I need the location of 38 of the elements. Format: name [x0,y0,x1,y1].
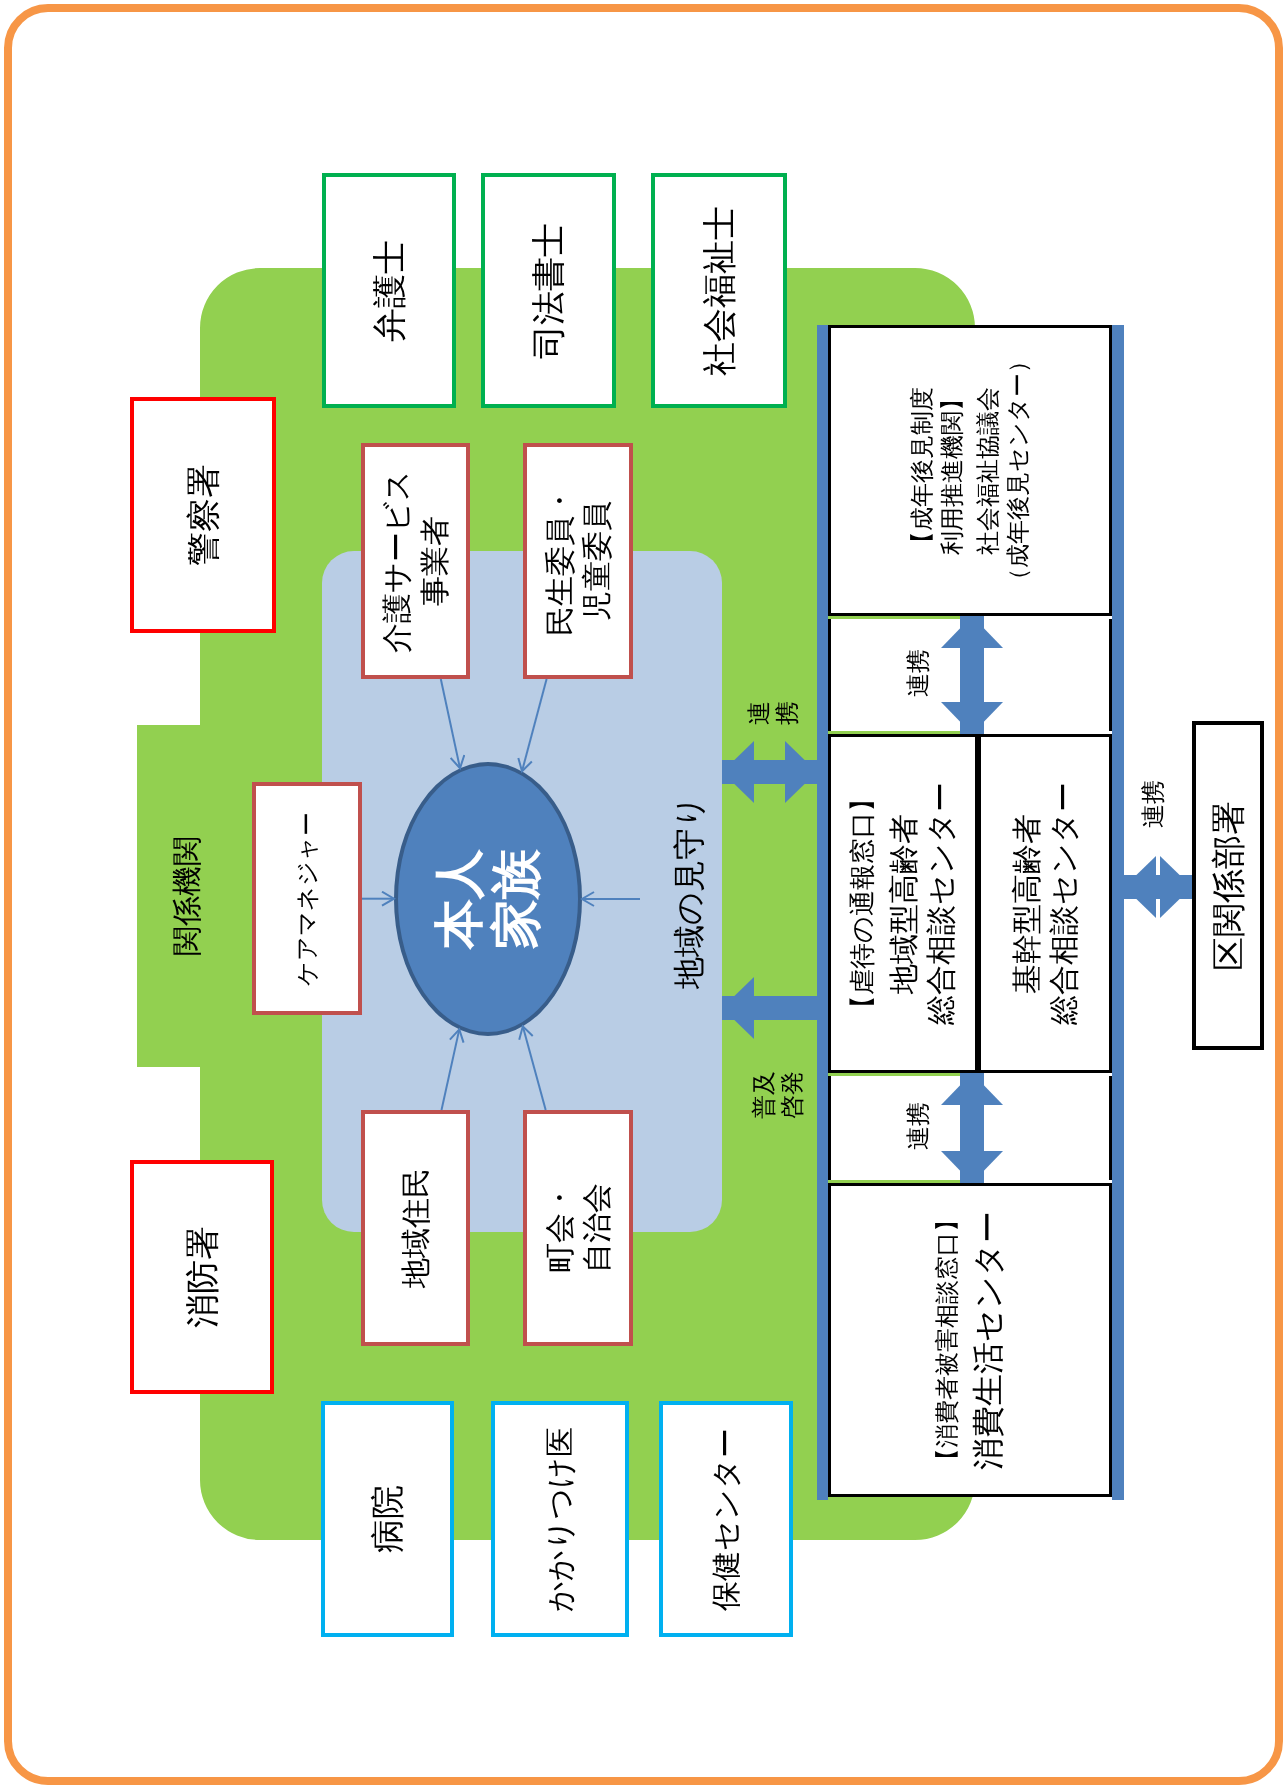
region-title: 関係機関 [168,835,205,958]
organization-box [828,1183,1112,1497]
arrow [517,678,548,773]
arrow [439,678,466,770]
organization-box [828,325,1112,616]
organization-box: 保健センター [659,1401,793,1637]
edge-label: 普及啓発 [750,1069,806,1121]
box-heading: 【虐待の通報窓口】 [846,786,879,1021]
arrow [440,1028,465,1111]
person-ellipse: 本人家族 [394,762,582,1036]
box-heading: 【成年後見制度利用推進機関】 [907,386,967,555]
box-heading: 【消費者被害相談窓口】 [932,1208,962,1472]
organization-box: 地域住民 [361,1110,470,1346]
double-arrow [722,741,817,803]
edge-label: 連携 [745,700,801,726]
organization-box: 基幹型高齢者総合相談センター [978,734,1112,1073]
double-arrow [1124,856,1192,918]
arrow [361,890,395,907]
double-arrow [941,1073,1003,1183]
organization-box: 弁護士 [322,173,456,408]
organization-box: 町会・自治会 [523,1110,633,1346]
organization-box: 社会福祉士 [651,173,787,408]
box-text: 消費生活センター [968,1210,1008,1470]
organization-box: 区関係部署 [1192,721,1264,1050]
organization-box: 病院 [321,1401,454,1637]
organization-box: 民生委員・児童委員 [523,443,633,679]
organization-box: かかりつけ医 [491,1401,629,1637]
box-text: 地域型高齢者総合相談センター [884,782,960,1025]
area-title: 地域の見守り [669,793,709,991]
organization-box: 司法書士 [481,173,616,408]
organization-box [828,734,978,1073]
box-text: 社会福祉協議会（成年後見センター） [973,349,1033,592]
double-arrow [941,616,1003,734]
organization-box: 介護サービス事業者 [361,443,470,679]
arrow [581,891,641,907]
block-arrow [722,977,817,1039]
arrow [518,1025,547,1111]
organization-box: ケアマネジャー [252,782,362,1015]
